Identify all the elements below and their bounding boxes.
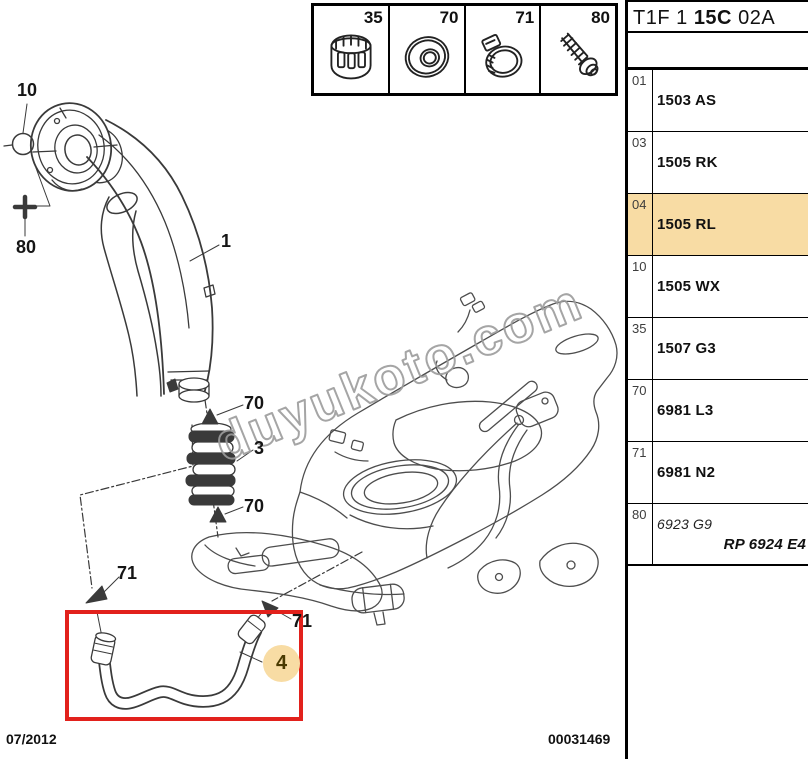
hardware-legend: 35 70 xyxy=(311,3,618,96)
part-code: 1503 AS xyxy=(657,92,717,109)
hose-drawing xyxy=(90,614,266,710)
callout-80: 80 xyxy=(16,237,37,257)
callout-70-bottom: 70 xyxy=(244,496,265,516)
callout-arrows xyxy=(85,404,292,620)
footer-doc-number: 00031469 xyxy=(548,731,611,747)
callout-3: 3 xyxy=(254,438,265,458)
legend-item-35: 35 xyxy=(314,6,388,93)
screw-marker xyxy=(12,167,51,237)
hose-clamp-icon xyxy=(474,26,530,91)
part-row-01[interactable]: 01 1503 AS xyxy=(628,70,808,132)
part-ref: 03 xyxy=(628,132,653,193)
callout-10: 10 xyxy=(17,80,38,100)
filler-cap-drawing xyxy=(29,102,123,192)
highlight-box xyxy=(65,610,303,721)
screw-icon xyxy=(550,26,606,91)
callout-71-left: 71 xyxy=(117,563,138,583)
part-row-70[interactable]: 70 6981 L3 xyxy=(628,380,808,442)
callout-4-badge[interactable]: 4 xyxy=(263,645,300,682)
part-row-71[interactable]: 71 6981 N2 xyxy=(628,442,808,504)
part-ref: 10 xyxy=(628,256,653,317)
legend-item-80: 80 xyxy=(539,6,615,93)
part-note: RP 6924 E4 xyxy=(723,535,806,553)
part-ref: 04 xyxy=(628,194,653,255)
filler-pipe-drawing xyxy=(86,119,220,403)
parts-panel: T1F 1 15C 02A 01 1503 AS 03 1505 RK 04 1… xyxy=(625,0,808,759)
part-row-04-selected[interactable]: 04 1505 RL xyxy=(628,194,808,256)
title-suffix: 02A xyxy=(738,7,776,29)
legend-ref: 70 xyxy=(439,8,459,27)
part-ref: 70 xyxy=(628,380,653,441)
title-code: 15C xyxy=(693,7,733,29)
legend-item-71: 71 xyxy=(463,6,540,93)
part-code: 1507 G3 xyxy=(657,340,716,357)
watermark-text: duyukoto.com xyxy=(207,273,592,473)
sleeve-drawing xyxy=(185,422,254,506)
part-row-10[interactable]: 10 1505 WX xyxy=(628,256,808,318)
part-ref: 01 xyxy=(628,70,653,131)
callout-71-right: 71 xyxy=(292,611,313,631)
part-code: 1505 WX xyxy=(657,278,721,295)
fuel-tank-drawing xyxy=(191,292,618,626)
part-ref: 35 xyxy=(628,318,653,379)
footer-date: 07/2012 xyxy=(6,731,57,747)
part-code: 6923 G9 xyxy=(657,515,713,532)
callout-70-top: 70 xyxy=(244,393,265,413)
part-ref: 71 xyxy=(628,442,653,503)
part-row-80[interactable]: 80 6923 G9 RP 6924 E4 xyxy=(628,504,808,566)
callout-1: 1 xyxy=(221,231,232,251)
seal-ring-drawing xyxy=(3,103,35,156)
legend-ref: 80 xyxy=(591,8,610,27)
legend-ref: 71 xyxy=(515,8,535,27)
header-spacer-row xyxy=(628,33,808,70)
part-code: 6981 L3 xyxy=(657,402,714,419)
exploded-diagram: duyukoto.com xyxy=(3,102,618,710)
legend-ref: 35 xyxy=(363,8,383,27)
part-ref: 80 xyxy=(628,504,653,564)
part-code: 1505 RL xyxy=(657,216,716,233)
grommet-icon xyxy=(399,26,455,91)
page-title: T1F 1 15C 02A xyxy=(628,0,808,33)
clip-icon xyxy=(323,26,379,91)
part-row-35[interactable]: 35 1507 G3 xyxy=(628,318,808,380)
callout-4-label: 4 xyxy=(275,652,288,674)
part-row-03[interactable]: 03 1505 RK xyxy=(628,132,808,194)
legend-item-70: 70 xyxy=(387,6,464,93)
title-prefix: T1F 1 xyxy=(633,7,688,29)
part-code: 1505 RK xyxy=(657,154,718,171)
part-code: 6981 N2 xyxy=(657,464,716,481)
